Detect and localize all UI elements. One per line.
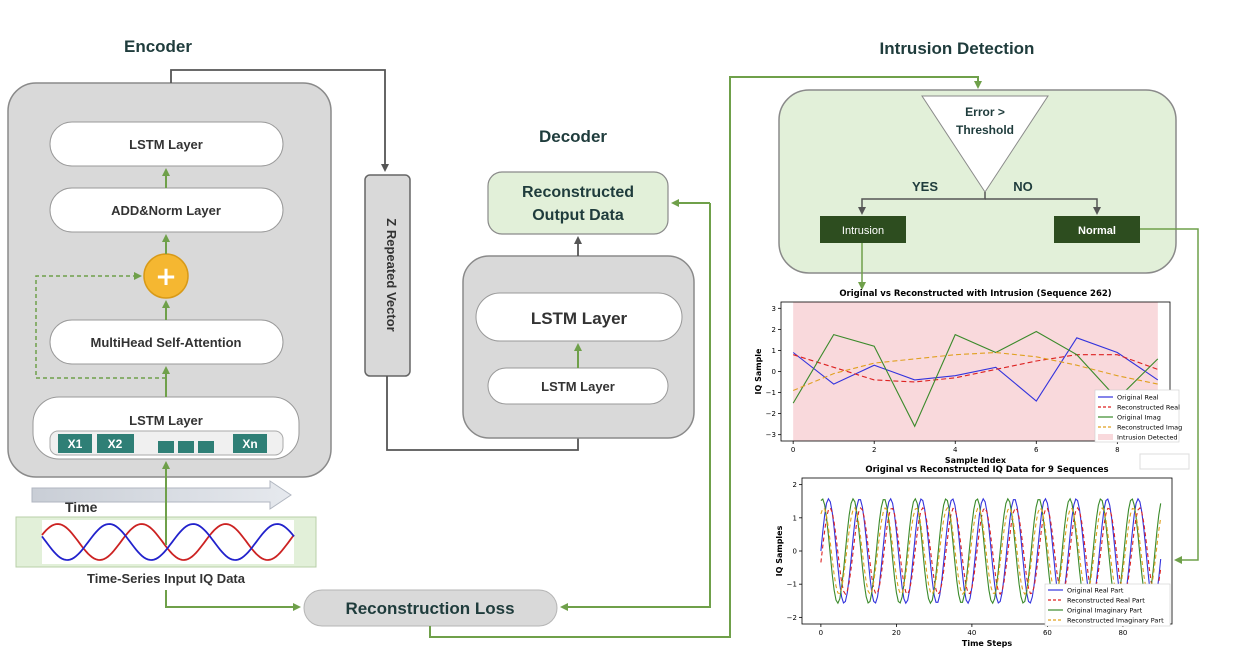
chart-title: Original vs Reconstructed IQ Data for 9 … [865,465,1108,475]
legend-entry: Original Imag [1117,414,1161,422]
y-tick-label: 1 [793,514,797,522]
token-x1-label: X1 [68,437,83,451]
series-line-2 [793,354,1158,383]
decoder-lstm-small-label: LSTM Layer [541,379,615,394]
time-arrow-icon [31,480,292,510]
normal-result [1054,216,1140,243]
intrusion-result [820,216,906,243]
input-iq-plot-area [42,520,294,564]
token-x2-label: X2 [108,437,123,451]
decoder-lstm-large-label: LSTM Layer [531,309,628,328]
decoder-lstm-large [475,292,683,342]
token-xn-label: Xn [242,437,257,451]
x-tick-label: 0 [791,446,795,454]
y-tick-label: −3 [766,431,776,439]
sequences-chart: 0 20 40 60 80 −2 −1 0 1 2 Original vs Reconstructe… [775,465,1173,648]
arrow-normal-to-plot [1140,228,1199,564]
legend-entry: Original Real Part [1067,587,1124,595]
x-tick-label: 20 [892,629,901,637]
y-tick-label: −2 [787,614,797,622]
input-caption: Time-Series Input IQ Data [87,571,246,586]
reconstructed-output-label-1: Reconstructed [522,184,634,201]
series-line-3 [792,330,1159,428]
x-tick-label: 4 [953,446,958,454]
legend-entry: Reconstructed Real Part [1067,597,1145,605]
decoder-title: Decoder [539,127,607,146]
series-line-3 [820,497,1162,605]
reconstruction-loss-label: Reconstruction Loss [345,599,514,618]
legend-entry: Reconstructed Real [1117,404,1180,412]
arrow-loss-to-detection [429,76,982,638]
arrow-input-to-loss [165,590,301,611]
y-axis-label: IQ Samples [775,525,784,576]
intrusion-label: Intrusion [842,225,884,237]
x-tick-label: 2 [872,446,876,454]
token-placeholder [178,441,194,453]
legend-swatch [1098,434,1113,440]
y-tick-label: −2 [766,410,776,418]
series-line-4 [792,351,1158,392]
y-tick-label: 0 [772,368,776,376]
detection-title: Intrusion Detection [880,39,1035,58]
decision-triangle [921,95,1049,193]
plus-sign: + [155,262,177,292]
plot-frame [801,477,1173,625]
legend-entry: Original Imaginary Part [1067,607,1143,615]
plot-frame [780,301,1171,442]
y-tick-label: 3 [772,305,776,313]
token-x1 [58,434,92,453]
multihead-attention-label: MultiHead Self-Attention [91,335,242,350]
blank-inset [1139,453,1190,470]
x-tick-label: 80 [1118,629,1127,637]
input-iq-imag-wave [41,523,295,561]
y-tick-label: 1 [772,347,776,355]
x-tick-label: 40 [967,629,976,637]
encoder-lstm-top-label: LSTM Layer [129,137,203,152]
legend-entry: Reconstructed Imaginary Part [1067,617,1164,625]
yes-label: YES [912,179,938,194]
x-axis-label: Sample Index [945,456,1007,465]
chart-title: Original vs Reconstructed with Intrusion… [839,289,1111,299]
reconstructed-output-label-2: Output Data [532,207,624,224]
arrow-no [985,198,1101,215]
decision-label-2: Threshold [956,123,1014,137]
repeat-vector-label: Z Repeated Vector [384,218,399,331]
legend-box [1094,389,1180,443]
decision-label-1: Error > [965,105,1005,119]
legend-entry: Intrusion Detected [1117,434,1178,442]
x-tick-label: 60 [1043,629,1052,637]
y-tick-label: −1 [766,389,776,397]
residual-connection [35,272,166,379]
arrow-yes [858,192,986,215]
arrow-encoder-to-repeat [170,69,389,172]
encoder-lstm-bottom-label: LSTM Layer [129,413,203,428]
legend-box [1044,583,1171,627]
no-label: NO [1013,179,1033,194]
legend-entry: Original Real [1117,394,1159,402]
y-tick-label: 2 [772,326,776,334]
series-line-1 [792,337,1159,402]
token-xn [233,434,267,453]
y-tick-label: −1 [787,581,797,589]
intrusion-chart: 0 2 4 6 8 −3 −2 −1 0 1 2 3 Original vs Reconstructed… [754,289,1182,465]
x-tick-label: 6 [1034,446,1039,454]
normal-label: Normal [1078,225,1116,237]
arrow-output-to-loss [560,203,711,611]
encoder-lstm-top [49,121,284,167]
x-tick-label: 0 [819,629,823,637]
y-tick-label: 0 [793,548,797,556]
reconstructed-output-block [487,171,669,235]
y-axis-label: IQ Sample [754,348,763,395]
token-placeholder [198,441,214,453]
add-norm-label: ADD&Norm Layer [111,203,221,218]
y-tick-label: 2 [793,481,797,489]
legend-entry: Reconstructed Imag [1117,424,1182,432]
time-label: Time [65,499,98,515]
token-x2 [97,434,134,453]
x-tick-label: 8 [1115,446,1119,454]
x-axis-label: Time Steps [962,639,1012,648]
token-placeholder [158,441,174,453]
encoder-title: Encoder [124,37,192,56]
